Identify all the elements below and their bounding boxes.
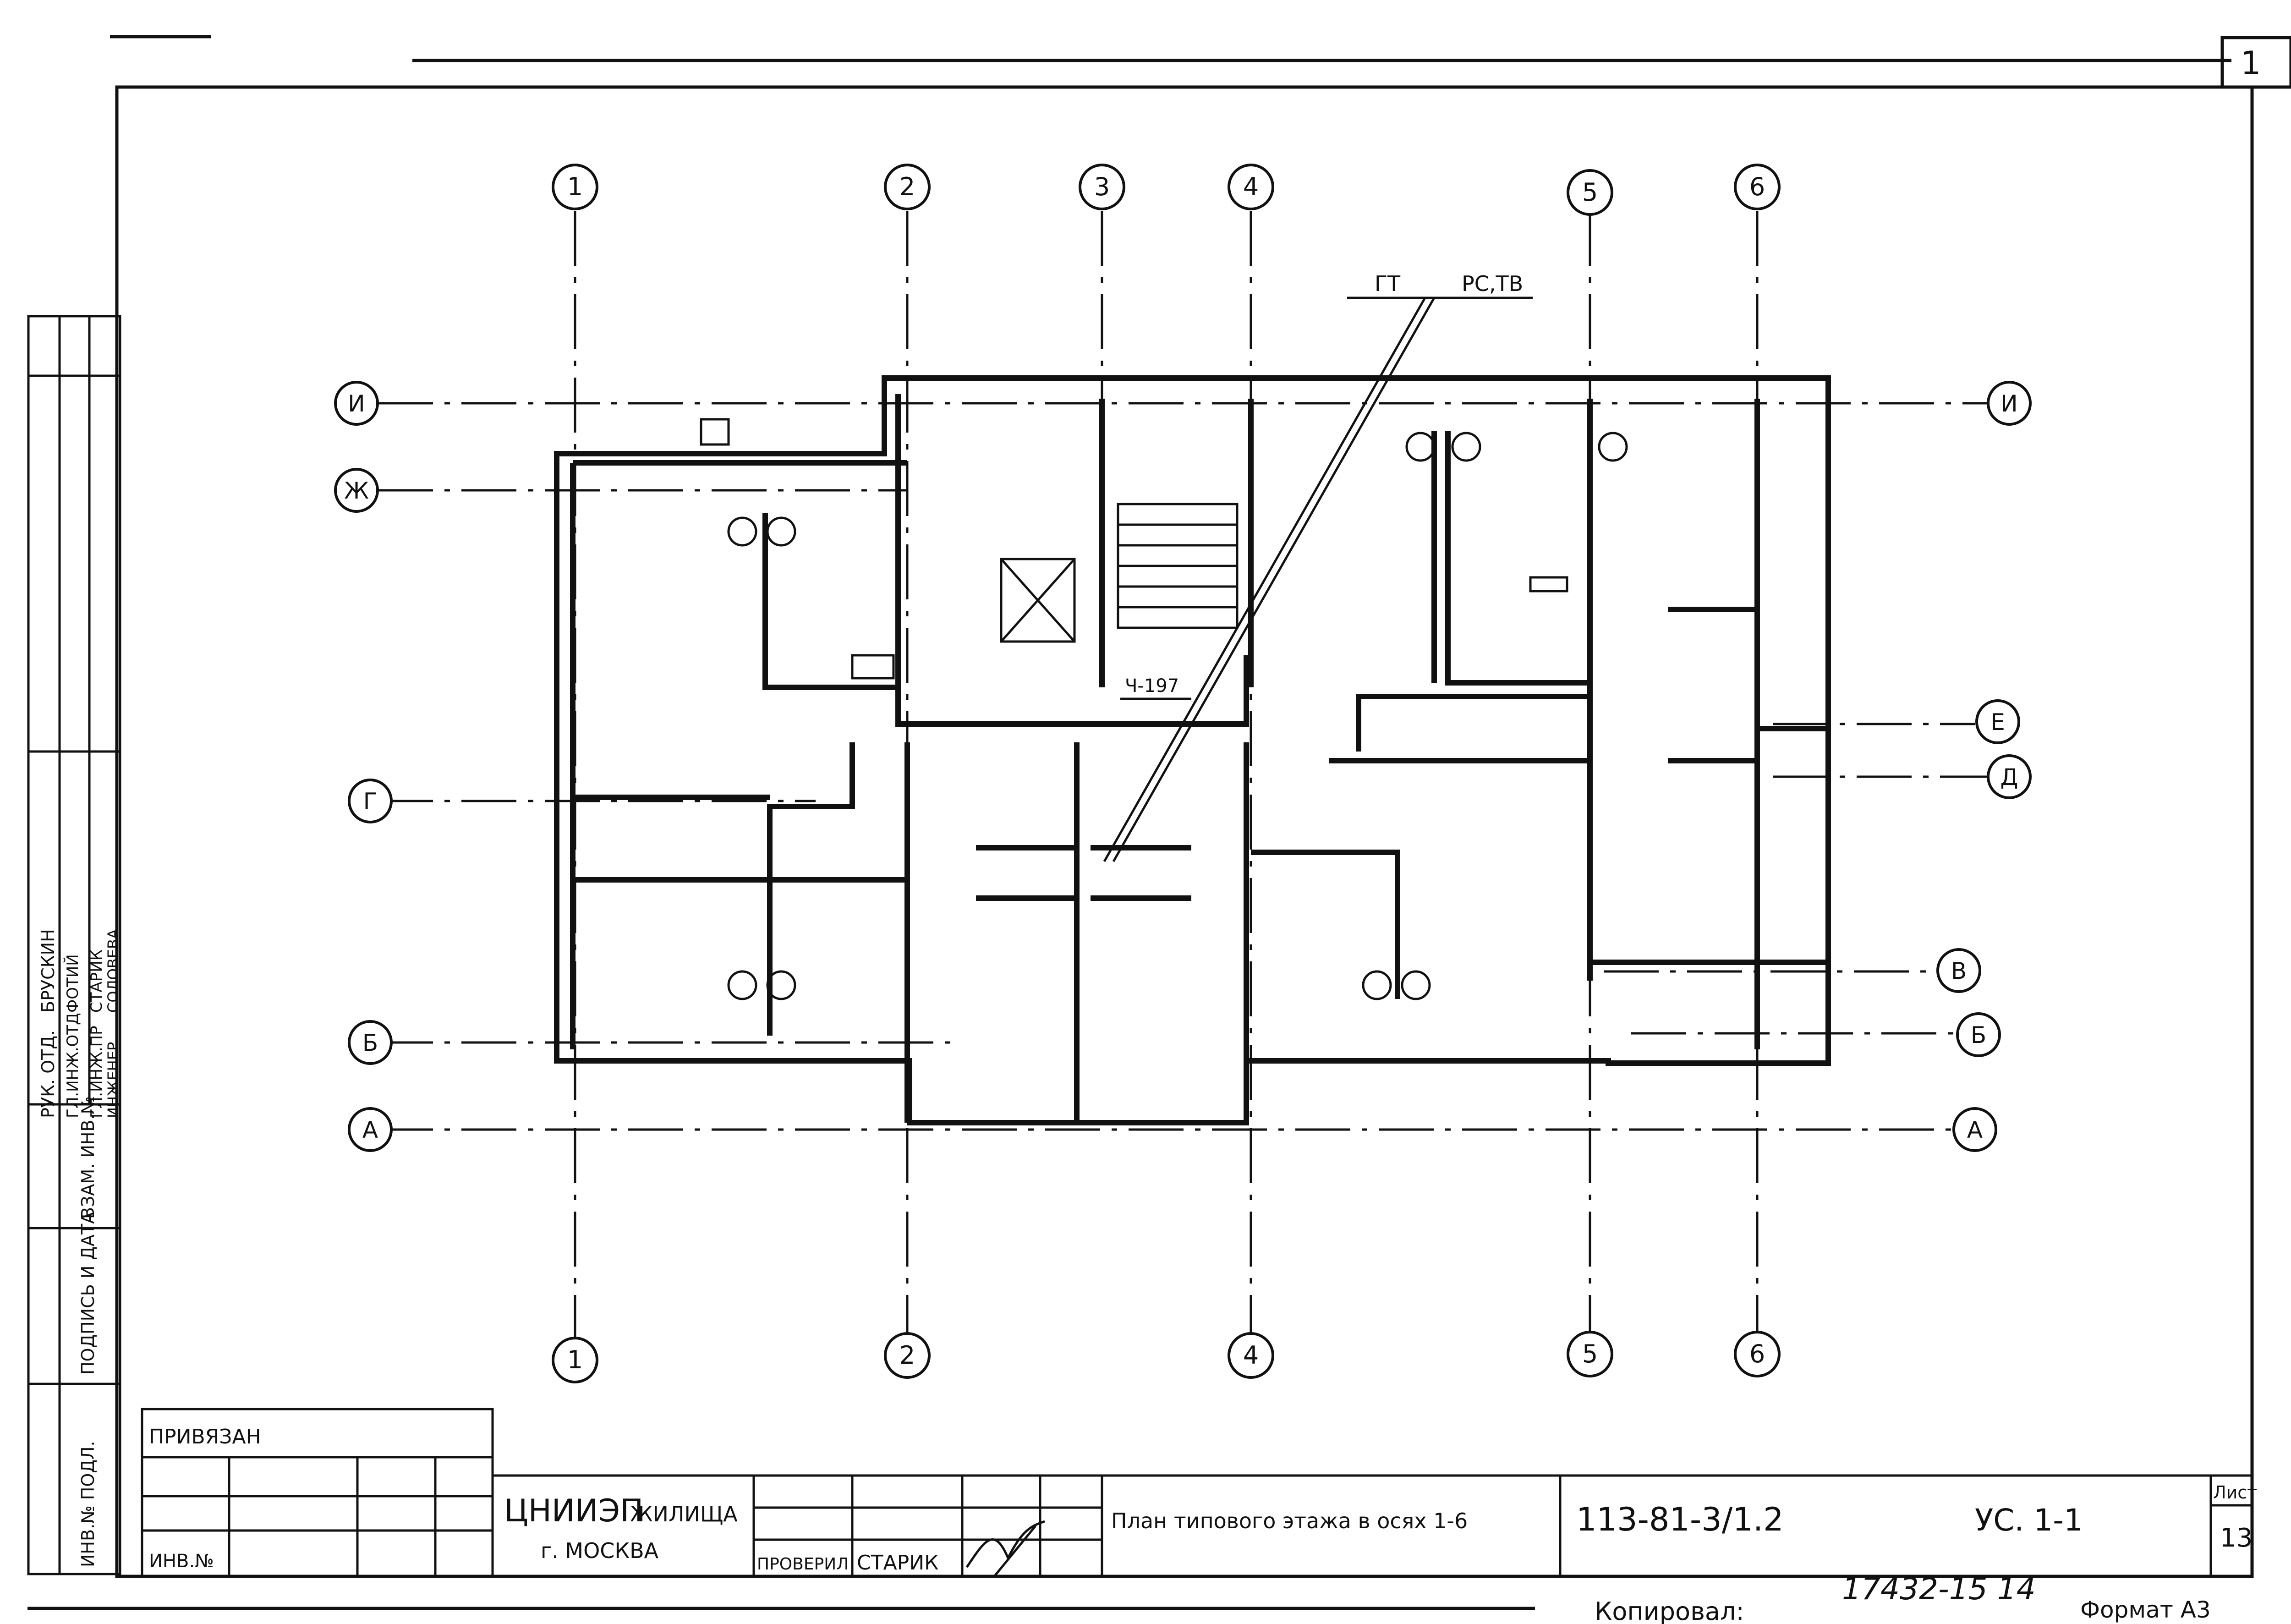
footer: Копировал: 17432-15 14 Формат А3 [1595, 1571, 2211, 1624]
title-block: ПРИВЯЗАН ИНВ.№ ЦНИИЭП ЖИЛИЩА г. МОСКВА П… [141, 1408, 2257, 1578]
axis-bubble-bottom-6: 6 [1734, 1331, 1781, 1377]
axis-bubble-top-6: 6 [1734, 164, 1781, 210]
svg-text:3: 3 [1094, 172, 1110, 201]
axis-bubble-left-i: И [334, 381, 379, 426]
stamp-role-1: РУК. ОТД. [38, 1030, 58, 1118]
format-label: Формат А3 [2080, 1597, 2211, 1623]
axis-bubble-left-zh: Ж [334, 468, 379, 513]
svg-text:2: 2 [899, 172, 915, 201]
axis-bubble-bottom-1: 1 [552, 1337, 598, 1383]
org-name: ЦНИИЭП [504, 1493, 643, 1529]
axis-bubble-left-a: А [348, 1107, 393, 1152]
checked-name: СТАРИК [857, 1551, 938, 1575]
stamp-name-4: СОЛОВЕВА [104, 929, 122, 1013]
stamp-field-sign: ПОДПИСЬ И ДАТА [78, 1212, 98, 1375]
svg-text:В: В [1951, 958, 1967, 984]
sheet-corner-number: 1 [2241, 44, 2261, 82]
org-sub: ЖИЛИЩА [630, 1502, 738, 1526]
riser-annotation: ГТ РС,ТВ Ч-197 [1103, 271, 1533, 862]
plan-fixtures [700, 418, 1628, 1000]
svg-text:1: 1 [567, 172, 583, 201]
svg-text:А: А [1967, 1117, 1983, 1143]
side-stamp: РУК. ОТД. БРУСКИН ГЛ.ИНЖ.ОТД ФОТИЙ ГЛ.ИН… [27, 315, 122, 1575]
axis-bubble-top-4: 4 [1228, 164, 1274, 210]
axis-bubble-bottom-5: 5 [1567, 1331, 1613, 1377]
stamp-field-inv: ИНВ.№ ПОДЛ. [78, 1441, 98, 1567]
svg-text:И: И [348, 390, 365, 417]
axis-bubble-right-b: Б [1956, 1012, 2001, 1057]
svg-text:Б: Б [1971, 1022, 1986, 1048]
axis-bubble-right-i: И [1987, 381, 2032, 426]
stamp-role-3: ГЛ.ИНЖ.ПР [88, 1026, 106, 1118]
svg-text:Ж: Ж [344, 477, 369, 504]
svg-text:Б: Б [362, 1030, 378, 1056]
sheet-number: 13 [2220, 1523, 2253, 1553]
axis-bubble-right-v: В [1936, 948, 1981, 993]
org-city: г. МОСКВА [541, 1538, 659, 1563]
drawing-mark: УС. 1-1 [1975, 1503, 2083, 1538]
axis-bubble-right-e: Е [1975, 699, 2020, 744]
sheet-title: План типового этажа в осях 1-6 [1111, 1509, 1468, 1533]
label-gt: ГТ [1375, 271, 1401, 296]
axis-bubble-right-d: Д [1987, 754, 2032, 799]
stamp-field-zam: ВЗАМ. ИНВ.№ [78, 1096, 98, 1219]
axis-bubble-left-b: Б [348, 1020, 393, 1065]
privyazan-label: ПРИВЯЗАН [149, 1425, 261, 1448]
svg-text:2: 2 [899, 1341, 915, 1370]
svg-text:И: И [2001, 390, 2017, 417]
svg-text:Д: Д [2000, 764, 2018, 790]
svg-text:Г: Г [363, 788, 378, 815]
svg-text:5: 5 [1582, 1339, 1598, 1368]
svg-text:А: А [362, 1117, 378, 1143]
svg-text:4: 4 [1243, 1341, 1259, 1370]
horizontal-axes [378, 402, 1989, 1131]
axis-bubble-top-5: 5 [1567, 169, 1613, 216]
svg-text:1: 1 [567, 1345, 583, 1374]
stamp-number: 17432-15 14 [1842, 1571, 2036, 1607]
inv-no-label: ИНВ.№ [149, 1551, 214, 1572]
axis-bubble-top-2: 2 [884, 164, 931, 210]
stamp-name-3: СТАРИК [88, 949, 106, 1013]
svg-text:6: 6 [1749, 172, 1765, 201]
axis-bubble-left-g: Г [348, 779, 393, 823]
svg-text:5: 5 [1582, 178, 1598, 207]
stamp-name-2: ФОТИЙ [63, 954, 82, 1013]
axis-bubble-bottom-2: 2 [884, 1332, 931, 1379]
axis-bubble-top-3: 3 [1079, 164, 1125, 210]
project-code: 113-81-3/1.2 [1576, 1501, 1784, 1538]
stamp-role-2: ГЛ.ИНЖ.ОТД [64, 1013, 82, 1118]
axis-bubble-right-a: А [1952, 1107, 1997, 1152]
checked-label: ПРОВЕРИЛ [757, 1555, 849, 1574]
svg-text:6: 6 [1749, 1339, 1765, 1368]
stamp-name-1: БРУСКИН [38, 929, 58, 1013]
svg-text:Е: Е [1990, 709, 2005, 735]
floor-plan-walls [554, 375, 1831, 1125]
signature-mark [965, 1520, 1045, 1577]
axis-bubble-bottom-4: 4 [1228, 1332, 1274, 1379]
sheet-label: Лист [2213, 1482, 2257, 1503]
label-rs-tv: РС,ТВ [1462, 271, 1523, 296]
stamp-role-4: ИНЖЕНЕР [104, 1042, 122, 1118]
copied-label: Копировал: [1595, 1597, 1744, 1624]
vertical-axes [574, 211, 1759, 1347]
axis-bubble-top-1: 1 [552, 164, 598, 210]
label-riser: Ч-197 [1125, 675, 1179, 697]
svg-text:4: 4 [1243, 172, 1259, 201]
